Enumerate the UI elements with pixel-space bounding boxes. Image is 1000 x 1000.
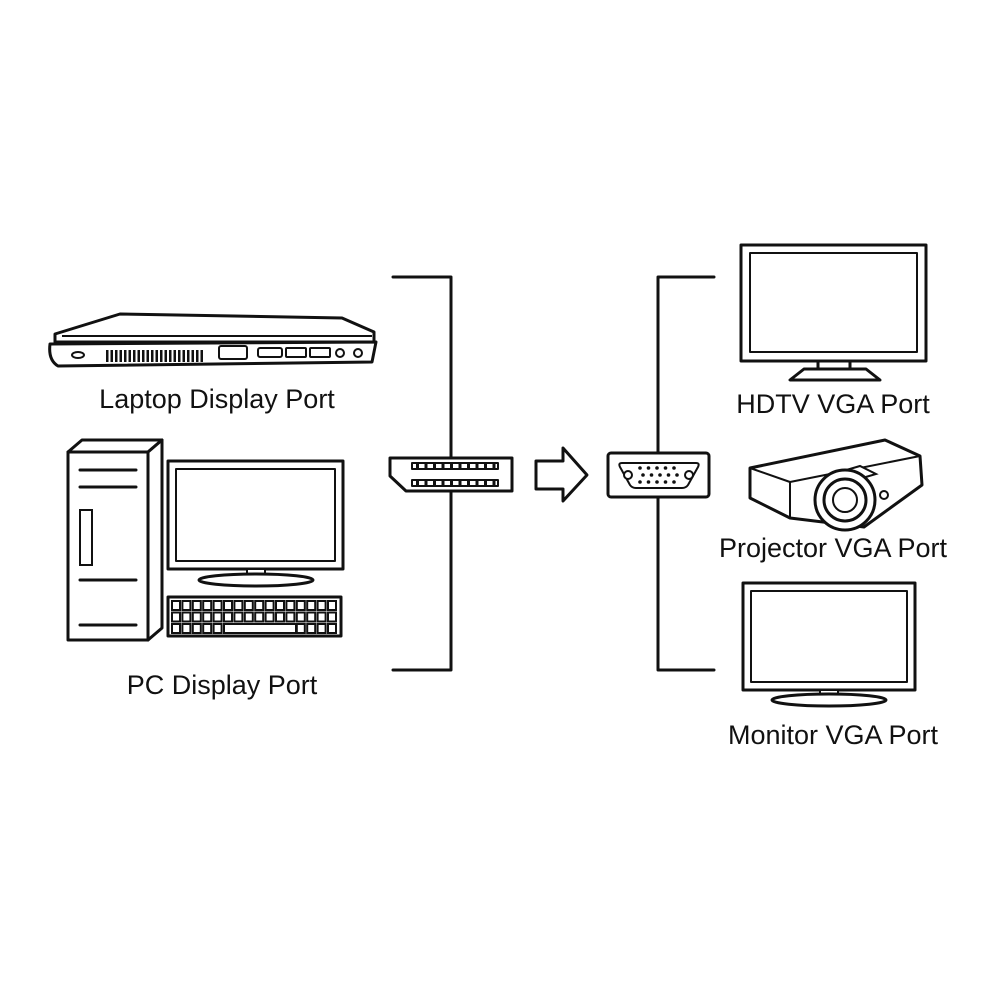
projector-label: Projector VGA Port (718, 533, 948, 563)
pc-label: PC Display Port (126, 670, 318, 700)
keyboard-icon (166, 595, 343, 638)
monitor-label: Monitor VGA Port (727, 720, 939, 750)
laptop-label: Laptop Display Port (99, 384, 335, 414)
monitor-icon (741, 581, 917, 708)
vga-connector-icon (606, 451, 711, 499)
pc-tower-icon (66, 438, 164, 642)
displayport-connector-icon (388, 456, 514, 493)
hdtv-icon (739, 243, 928, 382)
pc-monitor-icon (166, 459, 345, 588)
hdtv-label: HDTV VGA Port (736, 389, 930, 419)
laptop-icon (48, 312, 378, 368)
arrow-right-icon (534, 446, 589, 503)
projector-icon (748, 438, 924, 532)
